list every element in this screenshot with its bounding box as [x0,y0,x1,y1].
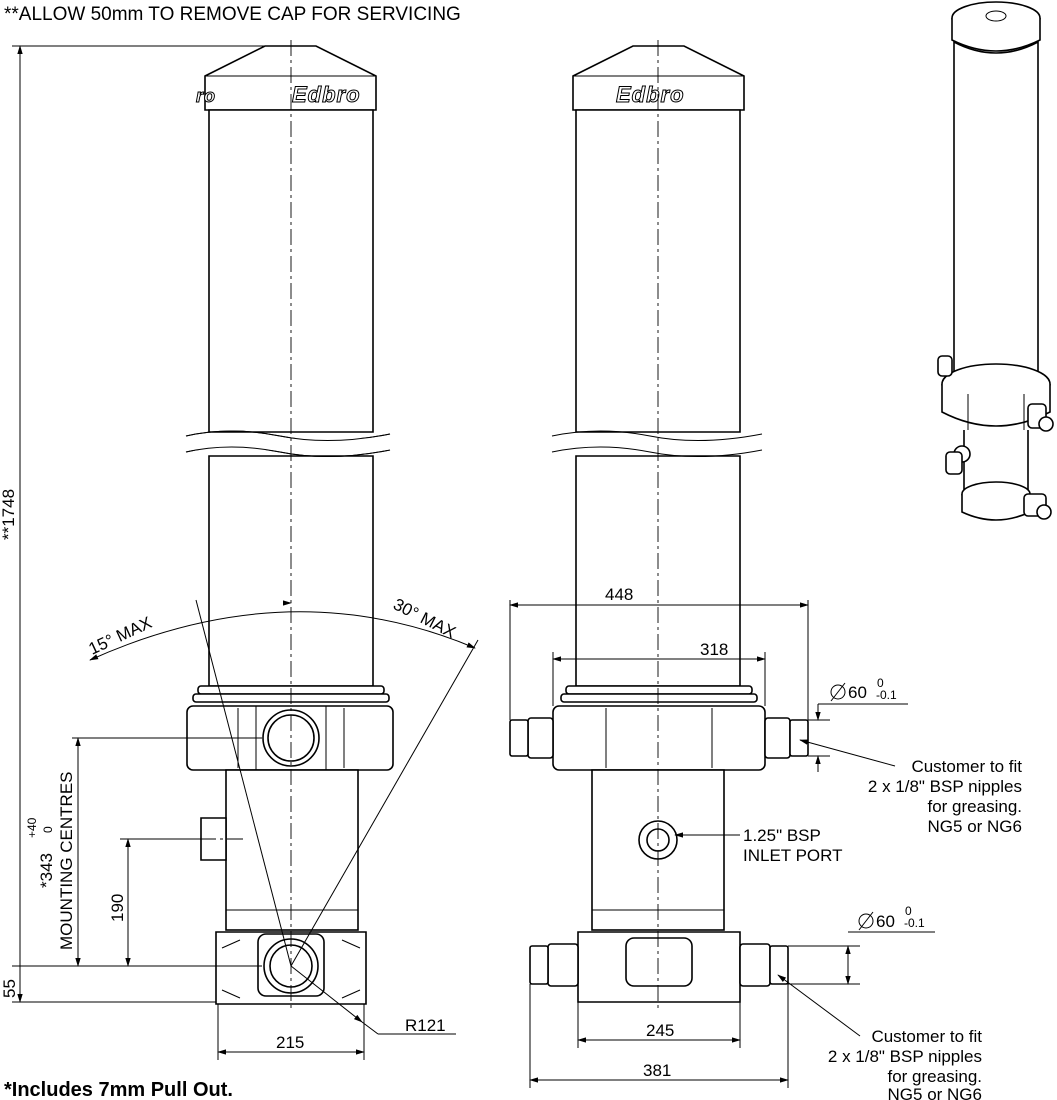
mounting-centres-tol-upper: +40 [25,817,39,838]
inlet-port-callout: 1.25" BSP INLET PORT [674,826,843,865]
base-pin-inner-dimension: 245 [577,1002,741,1048]
pin-diameter-bottom-label: 60 [876,912,895,931]
front-brand-logo: Edbro [292,82,361,107]
inlet-port-line2: INLET PORT [743,846,843,865]
swing-radius-label: R121 [405,1016,446,1035]
angle-right-label: 30° MAX [390,595,459,642]
mounting-centres-value: *343 [37,853,56,888]
grease-bottom-line2: 2 x 1/8" BSP nipples [828,1047,982,1066]
grease-top-line4: NG5 or NG6 [928,817,1022,836]
mounting-centres-tol-lower: 0 [41,826,55,833]
svg-text:ro: ro [196,86,216,106]
pin-diameter-top-tol-upper: 0 [877,676,884,690]
base-height-dimension: 55 [0,966,216,1003]
pin-diameter-top-label: 60 [848,683,867,702]
inlet-port-line1: 1.25" BSP [743,826,821,845]
grease-bottom-line3: for greasing. [888,1067,983,1086]
pull-out-note: *Includes 7mm Pull Out. [4,1079,233,1100]
base-pin-span-label: 381 [643,1061,671,1080]
base-pin-span-dimension: 381 [529,984,789,1088]
pin-diameter-bottom-tol-upper: 0 [905,904,912,918]
diameter-symbol-icon [858,911,874,931]
grease-top-line3: for greasing. [928,797,1023,816]
angle-left-label: 15° MAX [86,613,155,659]
diameter-symbol-icon [830,682,846,702]
trunnion-inner-label: 318 [700,640,728,659]
grease-top-callout: Customer to fit 2 x 1/8" BSP nipples for… [799,739,1023,836]
base-width-front-dimension: 215 [217,1004,365,1060]
trunnion-span-label: 448 [605,585,633,604]
pin-diameter-top-dimension: 60 0 -0.1 [808,676,908,772]
pin-diameter-top-tol-lower: -0.1 [876,688,897,702]
base-pin-inner-label: 245 [646,1021,674,1040]
mounting-centres-dimension: MOUNTING CENTRES *343 +40 0 [12,737,262,967]
overall-length-label: **1748 [0,489,18,540]
port-height-label: 190 [108,894,127,922]
servicing-note: **ALLOW 50mm TO REMOVE CAP FOR SERVICING [4,4,461,25]
port-height-dimension: 190 [108,838,200,967]
mounting-centres-label: MOUNTING CENTRES [57,772,76,951]
grease-top-line1: Customer to fit [911,757,1022,776]
front-view: Edbro ro [185,40,394,1010]
side-brand-logo: Edbro [616,82,685,107]
overall-length-dimension: **1748 [0,45,265,1003]
swing-radius-callout: R121 [290,965,456,1035]
isometric-view: Edbro [937,1,1054,521]
grease-bottom-callout: Customer to fit 2 x 1/8" BSP nipples for… [777,974,983,1100]
pin-diameter-bottom-tol-lower: -0.1 [904,916,925,930]
base-height-label: 55 [0,979,19,998]
grease-bottom-line1: Customer to fit [871,1027,982,1046]
trunnion-span-dimension: 448 [509,585,809,720]
grease-top-line2: 2 x 1/8" BSP nipples [868,777,1022,796]
pin-diameter-bottom-dimension: 60 0 -0.1 [788,904,935,985]
base-width-front-label: 215 [276,1033,304,1052]
grease-bottom-line4: NG5 or NG6 [888,1085,982,1100]
trunnion-inner-dimension: 318 [552,640,766,706]
